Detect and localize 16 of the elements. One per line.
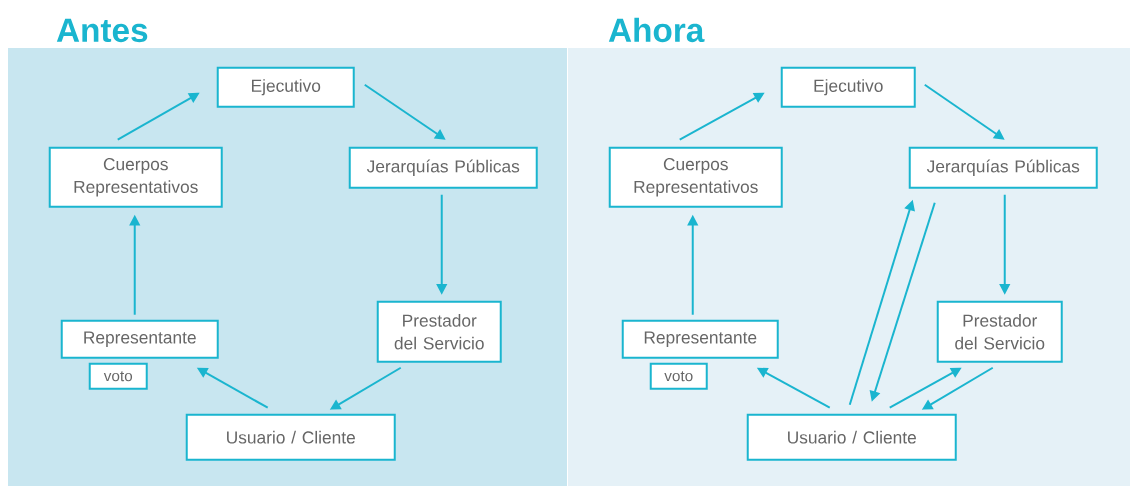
node-label: Antes (56, 18, 148, 43)
process-box: Jerarquías Públicas (908, 146, 1098, 189)
tag-box: voto (88, 362, 148, 390)
process-box: Cuerpos Representativos (608, 146, 783, 208)
process-box: Cuerpos Representativos (48, 146, 223, 208)
process-box: Usuario / Cliente (746, 413, 957, 461)
process-box: Jerarquías Públicas (348, 146, 538, 189)
process-box: Ejecutivo (216, 66, 355, 108)
process-box: Prestador del Servicio (376, 300, 502, 363)
tag-box: voto (649, 362, 708, 390)
process-box: Representante (621, 319, 779, 359)
process-box: Prestador del Servicio (936, 300, 1063, 363)
process-box: Representante (60, 319, 219, 359)
process-box: Usuario / Cliente (185, 413, 396, 461)
process-box: Ejecutivo (780, 66, 916, 108)
node-label: Ahora (608, 17, 705, 43)
